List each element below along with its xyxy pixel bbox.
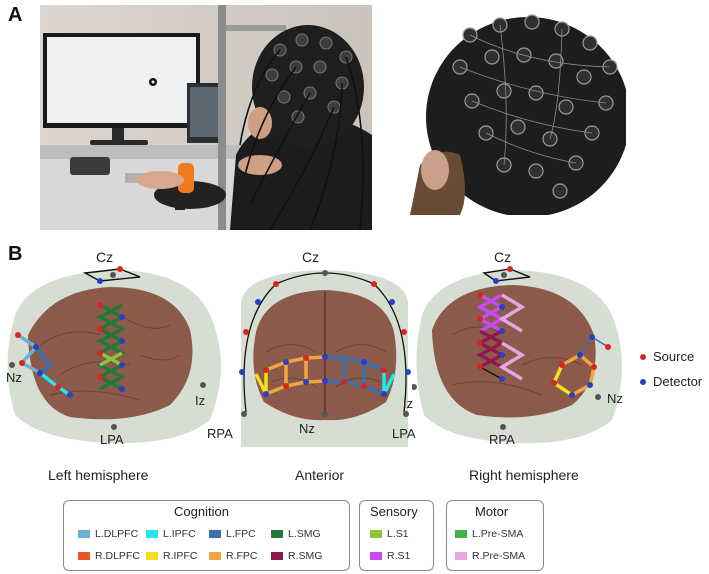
caption-right-hemisphere: Right hemisphere <box>469 467 579 483</box>
legend-cognition: Cognition L.DLPFC L.IPFC L.FPC L.SMG R.D… <box>63 500 350 571</box>
legend-swatch <box>370 552 382 560</box>
legend-item-l-fpc: L.FPC <box>209 528 256 540</box>
legend-item-l-ipfc: L.IPFC <box>146 528 196 540</box>
legend-swatch <box>146 530 158 538</box>
source-key-label: Source <box>653 349 695 364</box>
legend-item-r-s1: R.S1 <box>370 550 410 562</box>
legend-swatch <box>455 552 467 560</box>
legend-cognition-title: Cognition <box>174 504 229 519</box>
legend-item-r-smg: R.SMG <box>271 550 322 562</box>
legend-swatch <box>271 530 283 538</box>
landmark-nz-right: Nz <box>607 391 623 406</box>
legend-item-r-fpc: R.FPC <box>209 550 258 562</box>
landmark-cz-right: Cz <box>494 249 512 265</box>
detector-dot <box>640 378 646 385</box>
legend-swatch <box>78 530 90 538</box>
legend-motor: Motor L.Pre-SMA R.Pre-SMA <box>446 500 544 571</box>
detector-key-label: Detector <box>653 374 703 389</box>
landmark-rpa-anterior: RPA <box>207 426 233 441</box>
left-hemisphere-view <box>0 255 235 455</box>
landmark-lpa-anterior: LPA <box>392 426 416 441</box>
legend-item-r-pre-sma: R.Pre-SMA <box>455 550 525 562</box>
landmark-nz-anterior: Nz <box>299 421 315 436</box>
landmark-lpa-left: LPA <box>100 432 124 447</box>
panel-b-label: B <box>8 243 23 265</box>
participant-photo <box>40 5 372 230</box>
landmark-iz-right: Iz <box>403 396 414 411</box>
landmark-rpa-right: RPA <box>489 432 515 447</box>
legend-swatch <box>209 552 221 560</box>
legend-item-l-dlpfc: L.DLPFC <box>78 528 138 540</box>
caption-left-hemisphere: Left hemisphere <box>48 467 149 483</box>
legend-item-l-smg: L.SMG <box>271 528 321 540</box>
legend-swatch <box>271 552 283 560</box>
landmark-iz-left: Iz <box>195 393 206 408</box>
caption-anterior: Anterior <box>295 467 345 483</box>
panel-a-label: A <box>8 4 23 26</box>
landmark-nz-left: Nz <box>6 370 22 385</box>
legend-sensory: Sensory L.S1 R.S1 <box>359 500 434 571</box>
legend-item-l-s1: L.S1 <box>370 528 409 540</box>
legend-sensory-title: Sensory <box>370 504 418 519</box>
legend-motor-title: Motor <box>475 504 509 519</box>
right-hemisphere-view <box>411 255 632 455</box>
legend-swatch <box>78 552 90 560</box>
landmark-cz-anterior: Cz <box>302 249 320 265</box>
legend-swatch <box>209 530 221 538</box>
legend-item-r-ipfc: R.IPFC <box>146 550 197 562</box>
landmark-cz-left: Cz <box>96 249 114 265</box>
cap-closeup-photo <box>400 5 626 215</box>
legend-swatch <box>455 530 467 538</box>
legend-swatch <box>370 530 382 538</box>
source-dot <box>640 353 646 360</box>
anterior-view <box>236 262 414 452</box>
source-key: Source <box>640 349 694 364</box>
legend-swatch <box>146 552 158 560</box>
legend-item-l-pre-sma: L.Pre-SMA <box>455 528 523 540</box>
detector-key: Detector <box>640 374 702 389</box>
legend-item-r-dlpfc: R.DLPFC <box>78 550 140 562</box>
